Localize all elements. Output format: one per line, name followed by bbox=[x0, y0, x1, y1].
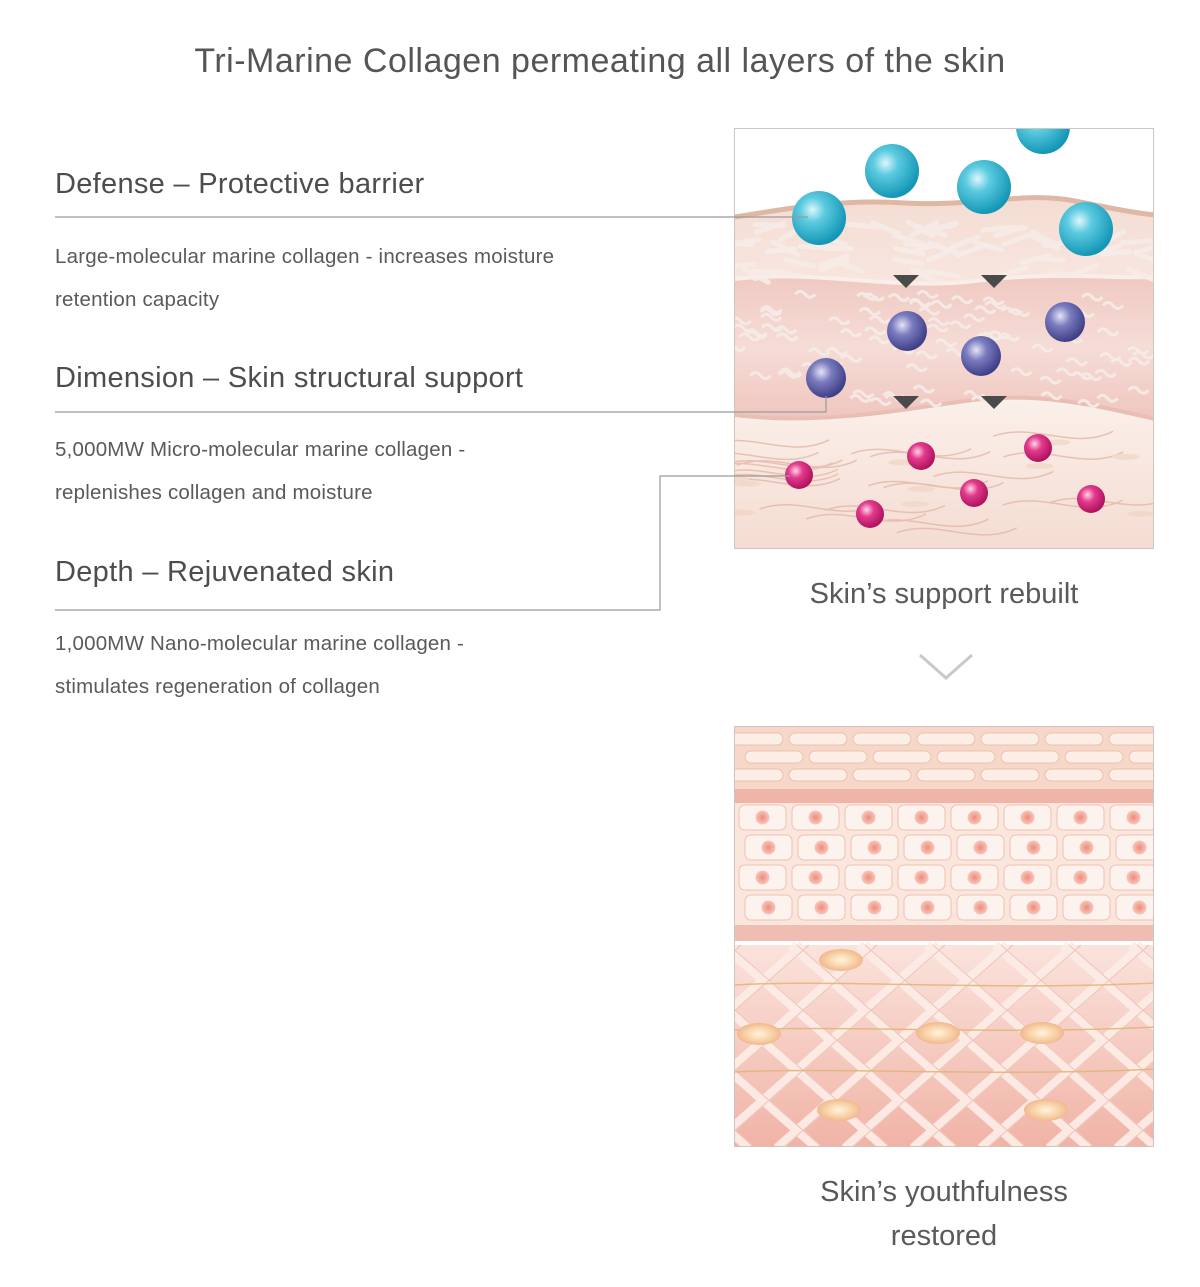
fat-cells bbox=[737, 949, 1068, 1121]
triangle-down-icon bbox=[981, 275, 1007, 288]
desc-depth-line1: 1,000MW Nano-molecular marine collagen - bbox=[55, 632, 465, 655]
desc-defense: Large-molecular marine collagen - increa… bbox=[55, 235, 695, 321]
restored-skin-svg bbox=[735, 727, 1153, 1146]
desc-defense-line1: Large-molecular marine collagen - increa… bbox=[55, 245, 555, 268]
fat-cell bbox=[1024, 1099, 1068, 1121]
restored-skin-illustration bbox=[734, 726, 1154, 1147]
nano-collagen-molecules bbox=[785, 434, 1105, 528]
fat-cell bbox=[819, 949, 863, 971]
nano-molecule bbox=[1024, 434, 1052, 462]
large-molecule bbox=[1016, 129, 1070, 154]
nano-molecule bbox=[907, 442, 935, 470]
desc-dimension: 5,000MW Micro-molecular marine collagen … bbox=[55, 428, 695, 514]
nano-molecule bbox=[856, 500, 884, 528]
heading-depth: Depth – Rejuvenated skin bbox=[55, 556, 395, 588]
micro-molecule bbox=[1045, 302, 1085, 342]
triangle-down-icon bbox=[893, 275, 919, 288]
page-title: Tri-Marine Collagen permeating all layer… bbox=[194, 42, 1006, 80]
fat-cell bbox=[737, 1023, 781, 1045]
heading-defense: Defense – Protective barrier bbox=[55, 168, 425, 200]
triangle-down-icon bbox=[981, 396, 1007, 409]
fat-cell bbox=[1020, 1022, 1064, 1044]
caption-bottom-line2: restored bbox=[890, 1220, 998, 1252]
large-molecule bbox=[865, 144, 919, 198]
skin-layers-illustration bbox=[734, 128, 1154, 549]
desc-dimension-line2: replenishes collagen and moisture bbox=[55, 481, 373, 504]
nano-molecule bbox=[1077, 485, 1105, 513]
micro-molecule bbox=[961, 336, 1001, 376]
nano-molecule bbox=[960, 479, 988, 507]
micro-collagen-molecules bbox=[806, 302, 1085, 398]
caption-youthfulness-restored: Skin’s youthfulness restored bbox=[734, 1170, 1154, 1258]
micro-molecule bbox=[887, 311, 927, 351]
large-molecule bbox=[957, 160, 1011, 214]
large-collagen-molecules bbox=[792, 129, 1113, 256]
leader-line-dimension bbox=[55, 396, 827, 413]
skin-layers-svg bbox=[735, 129, 1153, 548]
desc-defense-line2: retention capacity bbox=[55, 288, 220, 311]
chevron-down-icon bbox=[919, 653, 973, 681]
desc-depth: 1,000MW Nano-molecular marine collagen -… bbox=[55, 622, 695, 708]
caption-bottom-line1: Skin’s youthfulness bbox=[820, 1176, 1068, 1208]
fat-cell bbox=[817, 1099, 861, 1121]
desc-dimension-line1: 5,000MW Micro-molecular marine collagen … bbox=[55, 438, 466, 461]
desc-depth-line2: stimulates regeneration of collagen bbox=[55, 675, 380, 698]
micro-molecule bbox=[806, 358, 846, 398]
caption-support-rebuilt: Skin’s support rebuilt bbox=[809, 578, 1079, 610]
large-molecule bbox=[792, 191, 846, 245]
fat-cell bbox=[916, 1022, 960, 1044]
nano-molecule bbox=[785, 461, 813, 489]
large-molecule bbox=[1059, 202, 1113, 256]
heading-dimension: Dimension – Skin structural support bbox=[55, 362, 524, 394]
triangle-down-icon bbox=[893, 396, 919, 409]
flow-arrows bbox=[893, 275, 1007, 409]
